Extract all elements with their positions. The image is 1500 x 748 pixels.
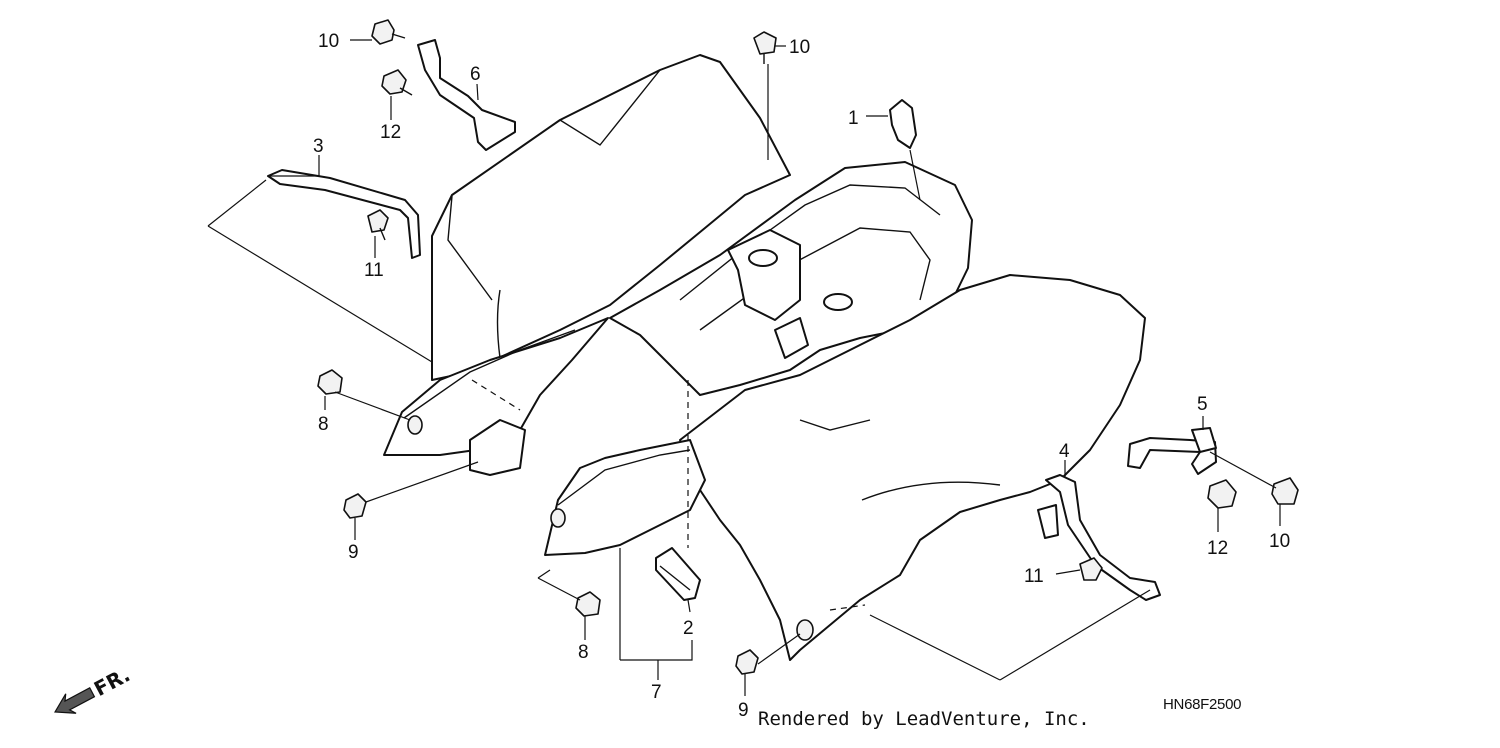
bolt-9-left: [343, 493, 367, 519]
callout-4: 4: [1059, 441, 1070, 462]
clip-1: [889, 99, 917, 149]
grommet-fender: [407, 415, 814, 641]
nut-8-left: [317, 369, 343, 395]
callout-10-top-left: 10: [318, 31, 339, 52]
stay-6: [417, 39, 516, 151]
callout-5: 5: [1197, 394, 1208, 415]
callout-1: 1: [848, 108, 859, 129]
rubber-block-2: [655, 547, 701, 601]
callout-11-left: 11: [364, 260, 384, 281]
bolt-9-bottom: [735, 649, 759, 675]
callout-3: 3: [313, 136, 324, 157]
bolt-10-top: [753, 31, 777, 64]
bolt-11-right: [1079, 557, 1103, 581]
callout-7: 7: [651, 682, 662, 703]
callout-9-left: 9: [348, 542, 359, 563]
callout-10-right: 10: [1269, 531, 1290, 552]
bolt-11-left: [367, 209, 389, 241]
bolt-10-top-left: [371, 19, 406, 45]
render-credit: Rendered by LeadVenture, Inc.: [758, 708, 1090, 730]
callout-2: 2: [683, 618, 694, 639]
callout-9-bottom: 9: [738, 700, 749, 721]
callout-10-top: 10: [789, 37, 810, 58]
callout-8-bottom: 8: [578, 642, 589, 663]
callout-12-right: 12: [1207, 538, 1228, 559]
bolt-12-right: [1207, 479, 1237, 509]
callout-labels: 1 2 3 4 5 6 7 8 8 9 9 10 10 10 11 11 12 …: [313, 31, 1290, 721]
rear-fender: [383, 54, 1146, 661]
callout-11-right: 11: [1024, 566, 1044, 587]
callout-6: 6: [470, 64, 481, 85]
direction-label: FR.: [90, 662, 134, 701]
leader-lines: [207, 39, 1281, 696]
nut-8-bottom: [575, 591, 601, 617]
stay-4: [1037, 474, 1161, 601]
direction-arrow-icon: [53, 687, 96, 714]
callout-8-left: 8: [318, 414, 329, 435]
stay-3: [267, 169, 421, 259]
stay-5: [1127, 427, 1217, 475]
bolt-10-right: [1271, 477, 1299, 505]
callout-12-left: 12: [380, 122, 401, 143]
diagram-code: HN68F2500: [1163, 696, 1242, 713]
front-direction-indicator: FR.: [53, 662, 134, 714]
bolt-12-left: [381, 69, 413, 96]
